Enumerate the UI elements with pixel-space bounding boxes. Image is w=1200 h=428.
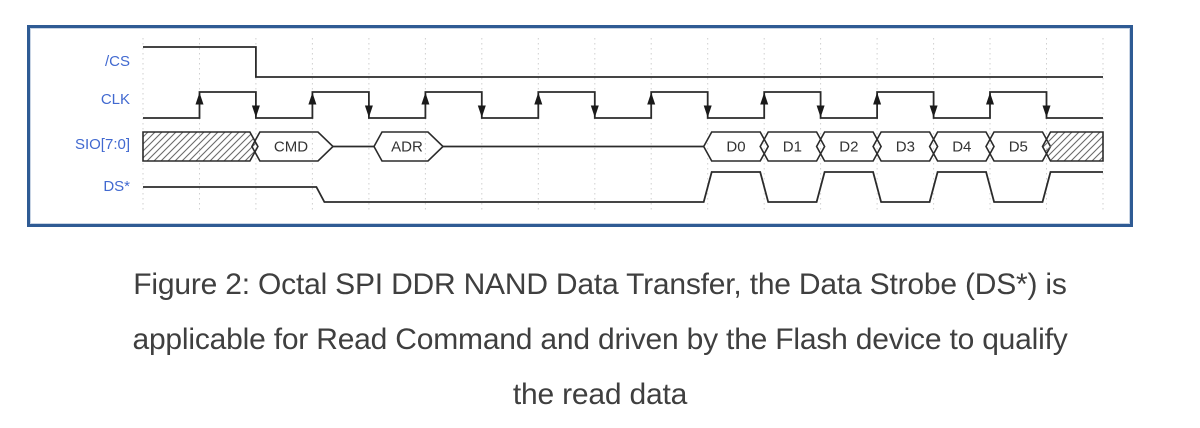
caption-line-3: the read data [512, 378, 688, 411]
data-cell-label: D3 [896, 139, 915, 156]
clk-rising-edge-arrow-icon [760, 92, 769, 105]
clk-falling-edge-arrow-icon [590, 105, 599, 118]
clk-falling-edge-arrow-icon [251, 105, 260, 118]
signal-label-sio: SIO[7:0] [74, 136, 130, 153]
data-cell [702, 131, 770, 162]
data-cell-label: D5 [1009, 139, 1028, 156]
data-cell-label: D4 [952, 139, 971, 156]
data-cell [815, 131, 883, 162]
signal-label-cs: /CS [104, 53, 130, 70]
signal-label-clk: CLK [100, 91, 130, 108]
adr-label: ADR [391, 139, 423, 156]
waveform-svg: D0 D1 D2 D3 D4 D5 CMD ADR [142, 38, 1104, 211]
clk-falling-edge-arrow-icon [816, 105, 825, 118]
clk-rising-edge-arrow-icon [421, 92, 430, 105]
sio-hatch-start [142, 131, 259, 162]
sio-hatch-end [1041, 131, 1104, 162]
timing-diagram-box: D0 D1 D2 D3 D4 D5 CMD ADR /CS CLK SIO[7:0] DS… [27, 25, 1133, 227]
clk-falling-edge-arrow-icon [1042, 105, 1051, 118]
clk-falling-edge-arrow-icon [929, 105, 938, 118]
data-cell [759, 131, 826, 162]
clk-rising-edge-arrow-icon [873, 92, 882, 105]
clk-waveform [143, 91, 1103, 119]
clk-falling-edge-arrow-icon [703, 105, 712, 118]
signal-label-ds: DS* [103, 178, 130, 195]
clk-rising-edge-arrow-icon [195, 92, 204, 105]
figure-caption: Figure 2: Octal SPI DDR NAND Data Transf… [0, 257, 1200, 422]
gridlines [142, 38, 1104, 211]
clk-falling-edge-arrow-icon [477, 105, 486, 118]
cs-waveform [143, 46, 1103, 78]
ds-waveform [143, 171, 1103, 203]
caption-line-2: applicable for Read Command and driven b… [132, 323, 1068, 356]
data-cell-label: D0 [726, 139, 745, 156]
data-cell [928, 131, 995, 162]
clk-rising-edge-arrow-icon [534, 92, 543, 105]
data-cell [872, 131, 939, 162]
clk-edge-arrows [195, 92, 1051, 118]
sio-data-cells: D0 D1 D2 D3 D4 D5 [702, 131, 1052, 162]
clk-falling-edge-arrow-icon [364, 105, 373, 118]
data-cell-label: D1 [783, 139, 802, 156]
clk-rising-edge-arrow-icon [308, 92, 317, 105]
clk-rising-edge-arrow-icon [647, 92, 656, 105]
cmd-label: CMD [274, 139, 308, 156]
clk-rising-edge-arrow-icon [986, 92, 994, 105]
caption-line-1: Figure 2: Octal SPI DDR NAND Data Transf… [133, 268, 1067, 301]
data-cell-label: D2 [839, 139, 858, 156]
